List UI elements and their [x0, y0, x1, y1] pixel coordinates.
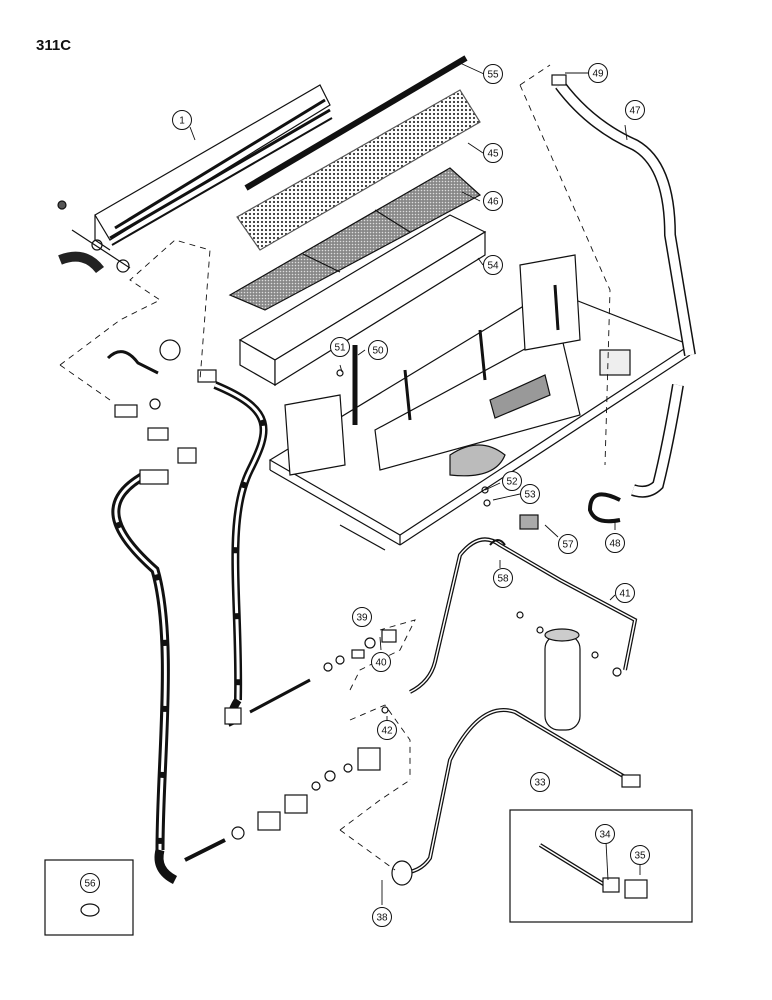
callout-41: 41	[615, 583, 635, 603]
page-code: 311C	[36, 37, 72, 54]
callout-circle	[520, 484, 540, 504]
callout-circle	[377, 720, 397, 740]
callout-circle	[368, 340, 388, 360]
callout-54: 54	[483, 255, 503, 275]
filter-pads	[228, 167, 482, 311]
callout-47: 47	[625, 100, 645, 120]
callout-circle	[530, 772, 550, 792]
callout-label: 47	[629, 106, 641, 117]
callout-circle	[493, 568, 513, 588]
callout-39: 39	[352, 607, 372, 627]
callout-label: 41	[619, 589, 631, 600]
leader-lines	[59, 64, 611, 871]
callout-49: 49	[588, 63, 608, 83]
callout-57: 57	[558, 534, 578, 554]
callout-58: 58	[493, 568, 513, 588]
callout-label: 48	[609, 539, 621, 550]
fittings-lower	[184, 629, 397, 862]
fittings-upper	[106, 339, 217, 485]
callout-circle	[558, 534, 578, 554]
callout-circle	[605, 533, 625, 553]
callout-56: 56	[80, 873, 100, 893]
callout-label: 42	[381, 726, 393, 737]
brackets	[336, 345, 358, 425]
callout-circle	[483, 143, 503, 163]
callout-label: 38	[376, 913, 388, 924]
callout-circle	[588, 63, 608, 83]
callout-33: 33	[530, 772, 550, 792]
callout-1: 1	[172, 110, 192, 130]
callout-label: 34	[599, 830, 611, 841]
callouts: 1 55 49 47 45 46 54 51 50 52 53 57 48 58 41 39 40 42 33 34 3…	[80, 63, 650, 927]
callout-circle	[483, 191, 503, 211]
callout-label: 56	[84, 879, 96, 890]
callout-label: 55	[487, 70, 499, 81]
callout-label: 46	[487, 197, 499, 208]
callout-label: 51	[334, 343, 346, 354]
callout-34: 34	[595, 824, 615, 844]
callout-label: 54	[487, 261, 499, 272]
callout-circle	[172, 110, 192, 130]
callout-48: 48	[605, 533, 625, 553]
callout-circle	[483, 255, 503, 275]
inset-box-56	[44, 859, 134, 936]
callout-label: 53	[524, 490, 536, 501]
callout-label: 35	[634, 851, 646, 862]
callout-38: 38	[372, 907, 392, 927]
callout-50: 50	[368, 340, 388, 360]
callout-circle	[595, 824, 615, 844]
callout-label: 49	[592, 69, 604, 80]
callout-label: 57	[562, 540, 574, 551]
callout-46: 46	[483, 191, 503, 211]
callout-circle	[330, 337, 350, 357]
callout-circle	[80, 873, 100, 893]
callout-label: 39	[356, 613, 368, 624]
callout-circle	[371, 652, 391, 672]
callout-53: 53	[520, 484, 540, 504]
callout-52: 52	[502, 471, 522, 491]
callout-leaders	[189, 62, 641, 905]
callout-circle	[372, 907, 392, 927]
main-frame	[268, 254, 692, 551]
callout-circle	[630, 845, 650, 865]
drain-hose	[551, 74, 696, 524]
callout-circle	[352, 607, 372, 627]
housing-box	[238, 214, 487, 387]
callout-35: 35	[630, 845, 650, 865]
callout-45: 45	[483, 143, 503, 163]
callout-label: 50	[372, 346, 384, 357]
filter-screen	[236, 89, 481, 251]
condenser-coil	[57, 84, 333, 274]
callout-42: 42	[377, 720, 397, 740]
callout-circle	[483, 64, 503, 84]
callout-circle	[625, 100, 645, 120]
callout-label: 45	[487, 149, 499, 160]
callout-label: 58	[497, 574, 509, 585]
callout-label: 52	[506, 477, 518, 488]
receiver-drier	[516, 611, 622, 731]
callout-label: 33	[534, 778, 546, 789]
callout-circle	[615, 583, 635, 603]
callout-51: 51	[330, 337, 350, 357]
callout-circle	[502, 471, 522, 491]
callout-40: 40	[371, 652, 391, 672]
callout-55: 55	[483, 64, 503, 84]
callout-label: 1	[179, 116, 185, 127]
refrigerant-lines	[391, 514, 641, 886]
seal-strip	[244, 55, 468, 191]
callout-label: 40	[375, 658, 387, 669]
